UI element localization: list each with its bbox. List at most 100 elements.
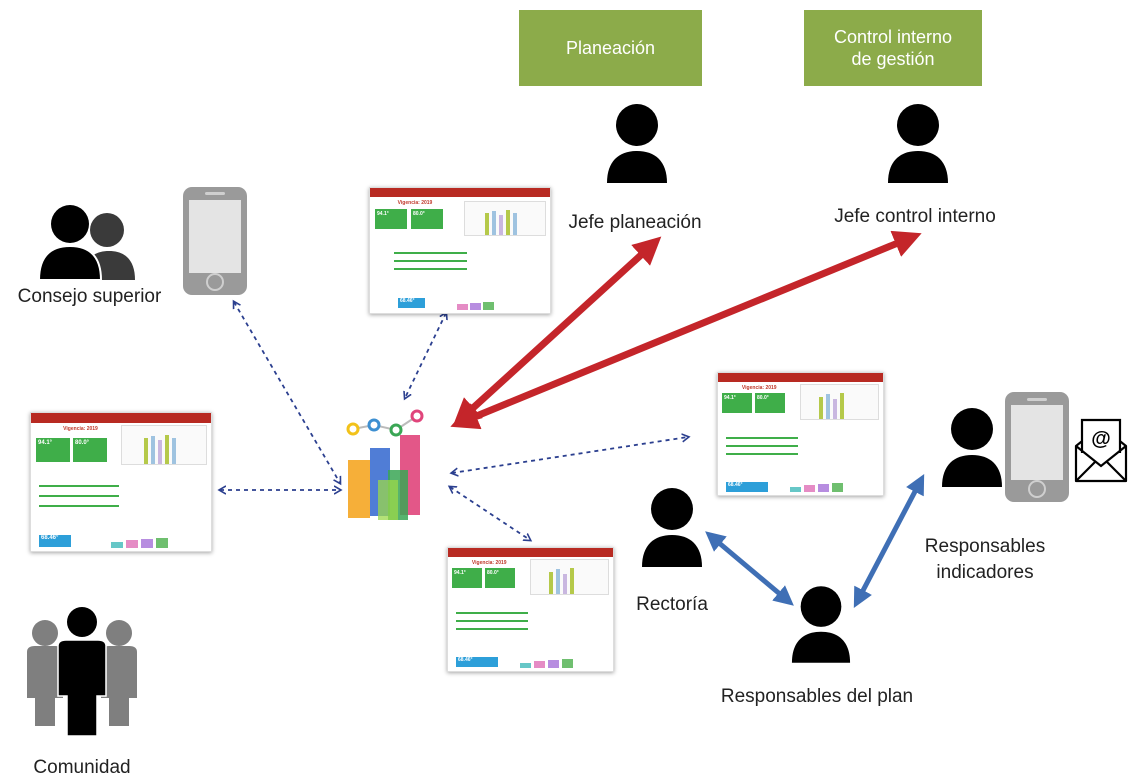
label-responsables-plan: Responsables del plan	[720, 686, 914, 707]
dashboard-chart-panel	[121, 425, 207, 465]
phone-screen	[188, 199, 242, 274]
dashboard-kpi-2: 80.0°	[755, 393, 785, 413]
arrow-center-jefe-control	[450, 230, 922, 430]
chart-bar	[570, 568, 574, 594]
dashboard-chart-panel	[530, 559, 609, 595]
planeacion-box: Planeación	[519, 10, 702, 86]
label-responsables-indicadores-line2: indicadores	[936, 562, 1034, 583]
arrow-rectoria-responsables-plan	[705, 531, 794, 606]
chart-bar	[151, 436, 155, 464]
chart-bar	[549, 572, 553, 594]
planeacion-label: Planeación	[565, 37, 656, 58]
dashboard-kpi-3: 68.46°	[39, 535, 71, 547]
chart-bar	[520, 663, 531, 668]
label-jefe-control-interno: Jefe control interno	[834, 206, 996, 227]
chart-bar	[833, 399, 837, 419]
community-icon	[27, 607, 137, 737]
dashboard-thumbnail-bottom: Vigencia: 2019 94.1° 80.0° 68.46°	[447, 547, 614, 672]
phone-speaker	[1027, 397, 1047, 401]
progress-line	[456, 620, 528, 622]
dashboard-thumbnail-top: Vigencia: 2019 94.1° 80.0° 68.46°	[369, 187, 551, 314]
chart-bar	[499, 215, 503, 235]
chart-bar	[111, 542, 123, 548]
phone-icon-consejo	[183, 187, 247, 295]
label-jefe-planeacion: Jefe planeación	[568, 212, 702, 233]
dashboard-title: Vigencia: 2019	[63, 425, 98, 432]
progress-line	[726, 453, 798, 455]
dashboard-kpi-2: 80.0°	[73, 438, 107, 462]
dashboard-chart-panel	[800, 384, 879, 420]
chart-bar	[832, 483, 843, 492]
progress-line	[456, 612, 528, 614]
chart-bar	[818, 484, 829, 492]
chart-bar	[141, 539, 153, 548]
chart-bar	[556, 569, 560, 594]
dashboard-kpi-1: 94.1°	[36, 438, 70, 462]
dashboard-kpi-3: 68.46°	[456, 657, 498, 667]
chart-bar	[156, 538, 168, 548]
chart-bar	[506, 210, 510, 235]
phone-icon-indicadores	[1005, 392, 1069, 502]
group-icon-consejo-superior	[37, 205, 135, 280]
dashboard-header-bar	[718, 373, 883, 382]
dashboard-kpi-2: 80.0°	[485, 568, 515, 588]
label-rectoria: Rectoría	[636, 594, 708, 615]
label-consejo-superior: Consejo superior	[17, 286, 162, 307]
chart-bar	[126, 540, 138, 548]
analytics-chart-icon	[346, 409, 424, 520]
dashboard-kpi-1: 94.1°	[375, 209, 407, 229]
dotted-arrow-center-bottom-dashboard	[450, 487, 530, 540]
dashboard-kpi-2: 80.0°	[411, 209, 443, 229]
chart-bar	[548, 660, 559, 668]
label-responsables-indicadores-line1: Responsables	[924, 536, 1046, 557]
dashboard-header-bar	[370, 188, 550, 197]
chart-bar	[172, 438, 176, 464]
dashboard-kpi-1: 94.1°	[452, 568, 482, 588]
chart-bar	[804, 485, 815, 492]
person-icon-jefe-planeacion	[607, 104, 667, 183]
progress-line	[394, 252, 467, 254]
email-icon: @	[1074, 418, 1128, 483]
chart-bar	[492, 211, 496, 235]
dashboard-kpi-3: 68.46°	[726, 482, 768, 492]
progress-line	[39, 495, 119, 497]
control-interno-box: Control interno de gestión	[804, 10, 982, 86]
progress-line	[394, 268, 467, 270]
dashboard-title: Vigencia: 2019	[741, 384, 777, 391]
phone-speaker	[205, 192, 225, 196]
dashboard-header-bar	[31, 413, 211, 423]
chart-bar	[485, 213, 489, 235]
chart-bar	[826, 394, 830, 419]
dashboard-header-bar	[448, 548, 613, 557]
dashboard-kpi-3: 68.46°	[398, 298, 425, 308]
label-comunidad: Comunidad	[33, 757, 131, 778]
dotted-arrow-phone-center	[234, 302, 340, 483]
svg-text:@: @	[1091, 428, 1111, 450]
phone-home-button	[1028, 479, 1046, 498]
person-icon-responsables-indicadores	[942, 408, 1002, 487]
dashboard-kpi-1: 94.1°	[722, 393, 752, 413]
chart-bar	[470, 303, 481, 310]
dashboard-thumbnail-left: Vigencia: 2019 94.1° 80.0° 68.46°	[30, 412, 212, 552]
dashboard-thumbnail-right: Vigencia: 2019 94.1° 80.0° 68.46°	[717, 372, 884, 496]
person-icon-rectoria	[642, 488, 702, 567]
chart-bar	[790, 487, 801, 492]
person-icon-responsables-plan	[791, 586, 851, 663]
chart-bar	[158, 440, 162, 464]
chart-bar	[562, 659, 573, 668]
arrow-responsables-plan-indicadores	[853, 474, 925, 608]
progress-line	[39, 485, 119, 487]
chart-bar	[483, 302, 494, 310]
chart-bar	[165, 435, 169, 464]
dashboard-title: Vigencia: 2019	[397, 199, 433, 206]
person-icon-jefe-control	[888, 104, 948, 183]
chart-bar	[144, 438, 148, 464]
dotted-arrow-center-right-dashboard	[452, 437, 688, 473]
control-interno-line1: Control interno	[833, 26, 953, 47]
chart-bar	[840, 393, 844, 419]
chart-bar	[513, 213, 517, 235]
progress-line	[726, 437, 798, 439]
progress-line	[456, 628, 528, 630]
chart-bar	[563, 574, 567, 594]
